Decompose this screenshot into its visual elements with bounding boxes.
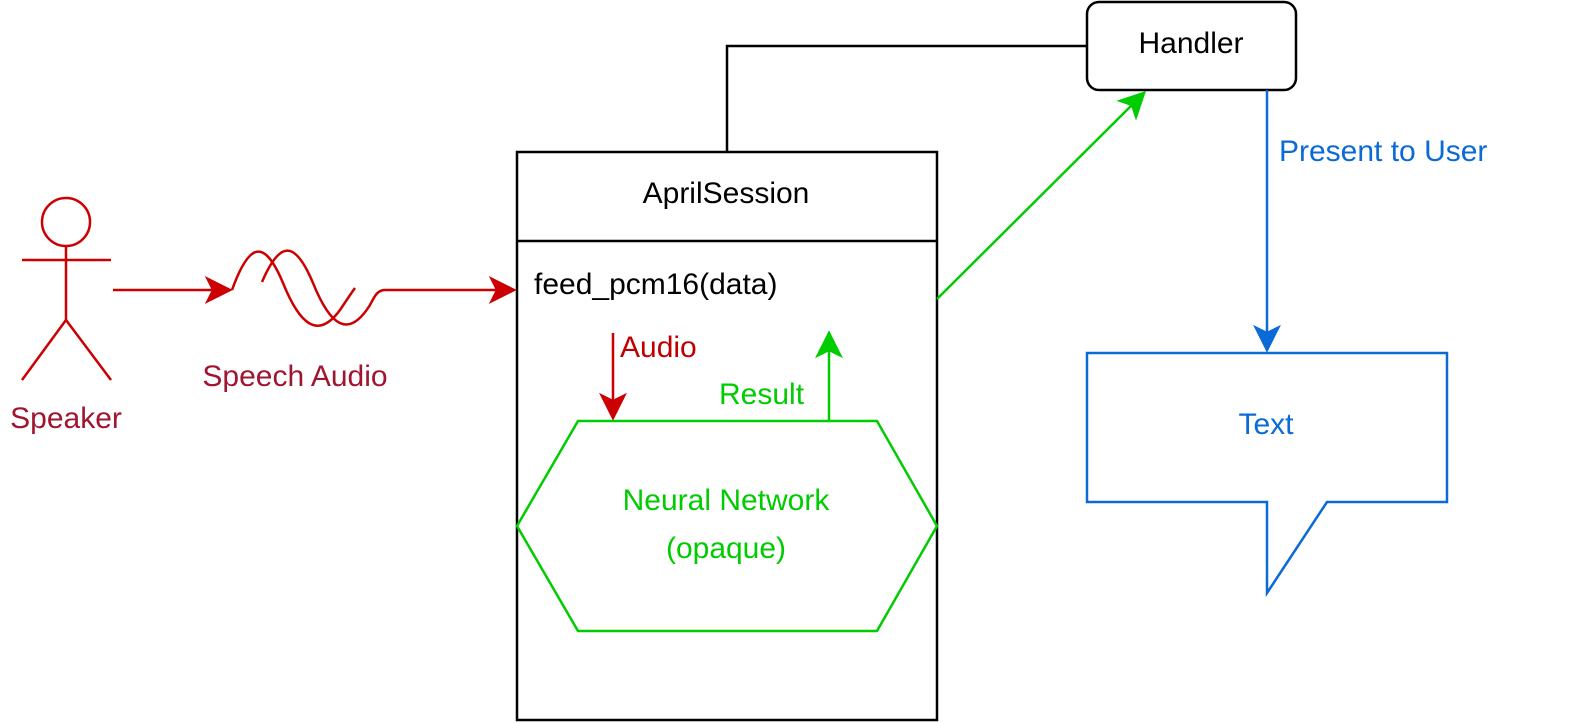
speaker-label: Speaker: [10, 402, 122, 435]
session-handler-connector: [725, 44, 1087, 152]
sound-wave-icon: [230, 249, 386, 327]
audio-label: Audio: [620, 331, 697, 364]
result-label: Result: [719, 378, 805, 411]
text-output-label: Text: [1238, 408, 1294, 441]
text-speech-bubble: [1085, 351, 1449, 598]
present-to-user-label: Present to User: [1279, 135, 1487, 168]
handler-box: [1085, 0, 1298, 92]
network-label-line2: (opaque): [666, 532, 786, 565]
feed-method-label: feed_pcm16(data): [534, 268, 778, 301]
speech-audio-label: Speech Audio: [202, 360, 387, 393]
network-label-line1: Neural Network: [623, 484, 831, 517]
speaker-actor-icon: [20, 196, 112, 381]
session-title: AprilSession: [643, 177, 810, 210]
neural-network-hexagon: [515, 419, 939, 633]
result-to-handler-arrow: [936, 91, 1146, 300]
handler-label: Handler: [1138, 27, 1243, 60]
